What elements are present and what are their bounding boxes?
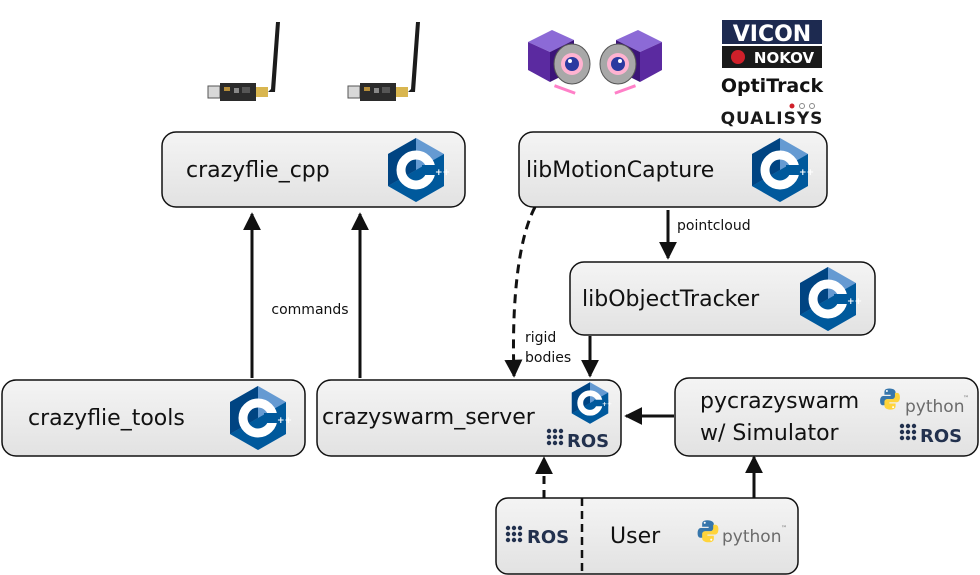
qualisys-logo: QUALISYS [721, 109, 824, 129]
cpp-plus: ++ [799, 168, 814, 178]
node-user: ROS User python ™ [495, 497, 799, 575]
cpp-plus: ++ [277, 416, 292, 426]
ros-text: ROS [527, 527, 569, 548]
vicon-logo: VICON [733, 22, 811, 47]
node-label-line1: pycrazyswarm [700, 389, 859, 414]
node-crazyswarm-server: crazyswarm_server ++ ROS [316, 379, 622, 457]
node-crazyflie-tools: crazyflie_tools ++ [1, 379, 306, 457]
node-crazyflie-cpp: crazyflie_cpp ++ [161, 131, 466, 208]
ros-text: ROS [920, 426, 962, 447]
label-rigid: rigid [525, 330, 556, 346]
node-label: libMotionCapture [526, 158, 714, 183]
python-text: python [722, 527, 781, 547]
label-commands: commands [271, 302, 348, 318]
usb-radio-dongle-icon [207, 21, 281, 102]
node-label: crazyswarm_server [322, 405, 536, 430]
node-label: crazyflie_tools [28, 406, 185, 431]
node-libobjecttracker: libObjectTracker ++ [569, 261, 876, 336]
node-label: libObjectTracker [582, 287, 760, 312]
cpp-plus: ++ [602, 401, 612, 408]
cpp-plus: ++ [847, 297, 862, 307]
motion-capture-camera-icon [527, 29, 591, 96]
python-tm: ™ [781, 525, 787, 532]
ros-text: ROS [567, 431, 609, 452]
node-libmotioncapture: libMotionCapture ++ [518, 131, 828, 208]
cpp-plus: ++ [435, 168, 450, 178]
nokov-logo: NOKOV [754, 49, 815, 67]
node-label: User [610, 524, 661, 549]
optitrack-logo: OptiTrack [721, 75, 824, 97]
python-text: python [905, 397, 964, 417]
usb-radio-dongle-icon [347, 21, 421, 102]
python-tm: ™ [963, 395, 969, 402]
ros-logo-icon [546, 428, 564, 446]
node-label-line2: w/ Simulator [700, 421, 840, 446]
mocap-brand-logos: VICON NOKOV OptiTrack QUALISYS [721, 20, 824, 129]
ros-logo-icon [505, 525, 523, 543]
node-label: crazyflie_cpp [186, 158, 330, 183]
ros-logo-icon [899, 423, 917, 441]
label-bodies: bodies [525, 350, 571, 366]
node-pycrazyswarm: pycrazyswarm w/ Simulator python ™ ROS [674, 377, 979, 457]
edge-rigid-bodies [504, 206, 537, 378]
label-pointcloud: pointcloud [677, 218, 751, 234]
motion-capture-camera-icon [599, 29, 663, 96]
